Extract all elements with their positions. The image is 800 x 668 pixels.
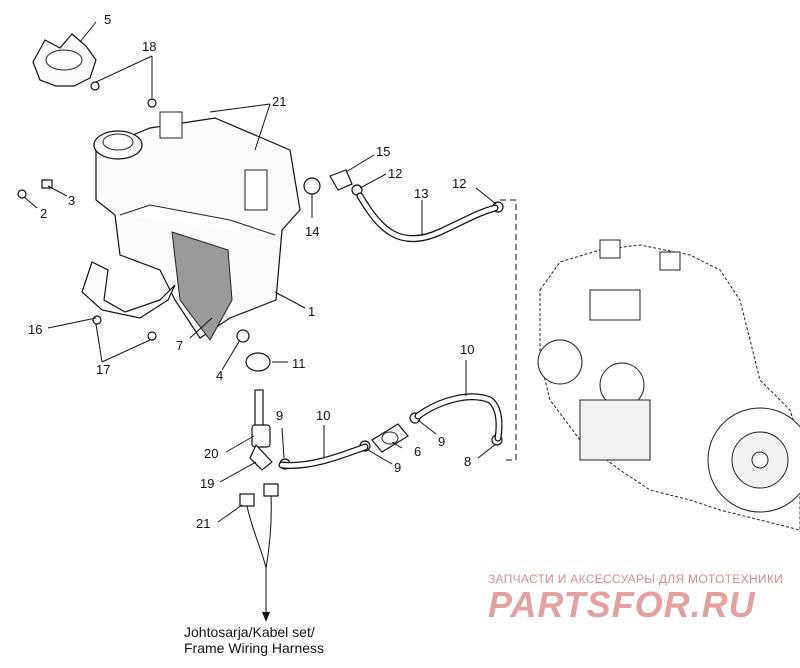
callout-3: 3: [68, 193, 75, 208]
wiring-harness: [239, 483, 279, 622]
callout-16: 16: [28, 322, 42, 337]
callout-15: 15: [376, 144, 390, 159]
callout-13: 13: [414, 186, 428, 201]
callout-1: 1: [308, 304, 315, 319]
callout-21-upper: 21: [272, 94, 286, 109]
oil-hose-10-lower: [278, 443, 369, 469]
watermark-logo: PARTSFOR.RU: [488, 584, 756, 625]
callout-18: 18: [142, 39, 156, 54]
oil-tank: [93, 111, 301, 341]
callout-6: 6: [414, 444, 421, 459]
callout-9-middle: 9: [394, 460, 401, 475]
callout-21-lower: 21: [196, 516, 210, 531]
oil-filter: [371, 423, 409, 453]
oil-tank-cap: [32, 33, 97, 87]
callout-14: 14: [305, 224, 319, 239]
tank-bracket: [81, 261, 176, 319]
callout-4: 4: [216, 368, 223, 383]
harness-label-line-1: Johtosarja/Kabel set/: [184, 624, 315, 640]
callout-12-right: 12: [452, 176, 466, 191]
oil-hose-13: [356, 192, 499, 243]
callout-12-left: 12: [388, 166, 402, 181]
oil-level-sensor: [249, 389, 273, 471]
callout-19: 19: [200, 476, 214, 491]
oil-hose-10-upper: [414, 393, 503, 442]
callout-8: 8: [464, 454, 471, 469]
callout-labels: 5 18 21 2 3 1 7 4 11 16 17 14 15 12 13 1…: [28, 12, 474, 531]
callout-20: 20: [204, 446, 218, 461]
callout-7: 7: [176, 338, 183, 353]
watermark-tagline: ЗАПЧАСТИ И АКСЕССУАРЫ ДЛЯ МОТОТЕХНИКИ: [488, 572, 784, 586]
callout-9-right: 9: [438, 434, 445, 449]
callout-5: 5: [104, 12, 111, 27]
callout-17: 17: [96, 362, 110, 377]
engine: [537, 239, 800, 531]
callout-9-left: 9: [276, 408, 283, 423]
connection-lines: [500, 199, 517, 461]
callout-10-lower: 10: [316, 408, 330, 423]
harness-label-line-2: Frame Wiring Harness: [184, 640, 325, 656]
callout-2: 2: [40, 206, 47, 221]
callout-10-upper: 10: [460, 342, 474, 357]
leader-lines: [23, 21, 497, 523]
harness-label: Johtosarja/Kabel set/ Frame Wiring Harne…: [184, 624, 324, 656]
callout-11: 11: [292, 356, 306, 371]
